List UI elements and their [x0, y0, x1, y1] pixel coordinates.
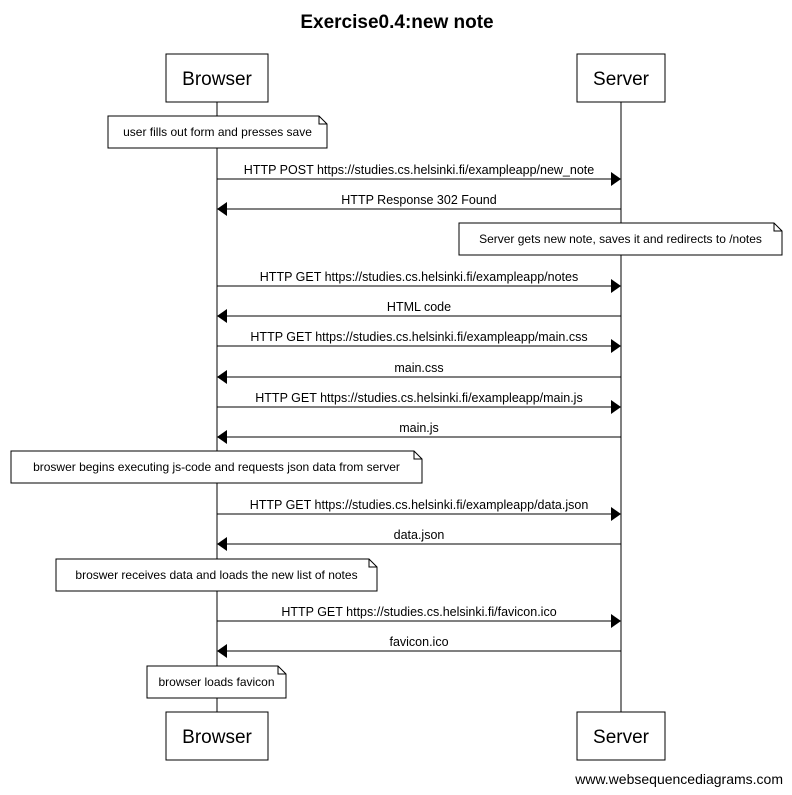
message-label: main.js: [399, 421, 439, 435]
message-label: HTTP POST https://studies.cs.helsinki.fi…: [244, 163, 594, 177]
arrowhead-icon: [217, 537, 227, 551]
message-arrow: main.js: [217, 421, 621, 444]
note-text: browser loads favicon: [158, 675, 274, 689]
browser-actor-label: Browser: [182, 69, 252, 90]
note-text: broswer begins executing js-code and req…: [33, 460, 400, 474]
browser-actor-box: [165, 53, 269, 103]
browser-actor-top: Browser: [165, 53, 269, 103]
message-arrow: main.css: [217, 361, 621, 384]
note: user fills out form and presses save: [107, 115, 328, 149]
arrowhead-icon: [611, 339, 621, 353]
note-fold: [773, 223, 782, 232]
browser-actor-box: [165, 711, 269, 761]
note-fold: [413, 451, 422, 460]
note-text: user fills out form and presses save: [123, 125, 312, 139]
message-arrow: HTTP Response 302 Found: [217, 193, 621, 216]
message-label: HTML code: [387, 300, 451, 314]
message-arrow: HTTP GET https://studies.cs.helsinki.fi/…: [217, 498, 621, 521]
message-label: main.css: [394, 361, 443, 375]
note-box: [107, 115, 328, 149]
note-fold: [277, 666, 286, 675]
server-actor-label: Server: [593, 727, 650, 748]
diagram-title: Exercise0.4:new note: [300, 12, 493, 33]
message-arrow: HTTP GET https://studies.cs.helsinki.fi/…: [217, 270, 621, 293]
browser-actor-bottom: Browser: [165, 711, 269, 761]
note-box: [458, 222, 783, 256]
message-label: HTTP GET https://studies.cs.helsinki.fi/…: [260, 270, 578, 284]
message-label: HTTP GET https://studies.cs.helsinki.fi/…: [281, 605, 556, 619]
server-actor-box: [576, 711, 666, 761]
note-text: Server gets new note, saves it and redir…: [479, 232, 762, 246]
note-fold: [318, 116, 327, 125]
message-label: HTTP GET https://studies.cs.helsinki.fi/…: [250, 330, 587, 344]
message-label: data.json: [394, 528, 445, 542]
note-box: [146, 665, 287, 699]
arrowhead-icon: [611, 279, 621, 293]
server-actor-top: Server: [576, 53, 666, 103]
message-arrow: HTTP GET https://studies.cs.helsinki.fi/…: [217, 605, 621, 628]
server-actor-bottom: Server: [576, 711, 666, 761]
arrowhead-icon: [611, 507, 621, 521]
message-arrow: HTTP POST https://studies.cs.helsinki.fi…: [217, 163, 621, 186]
note: broswer receives data and loads the new …: [55, 558, 378, 592]
arrowhead-icon: [217, 644, 227, 658]
browser-actor-label: Browser: [182, 727, 252, 748]
note-box: [10, 450, 423, 484]
message-arrow: HTTP GET https://studies.cs.helsinki.fi/…: [217, 330, 621, 353]
message-label: favicon.ico: [389, 635, 448, 649]
arrowhead-icon: [611, 400, 621, 414]
arrowhead-icon: [217, 309, 227, 323]
footer-watermark: www.websequencediagrams.com: [574, 771, 783, 787]
arrowhead-icon: [611, 614, 621, 628]
note: browser loads favicon: [146, 665, 287, 699]
message-label: HTTP GET https://studies.cs.helsinki.fi/…: [255, 391, 582, 405]
arrowhead-icon: [217, 202, 227, 216]
note-fold: [368, 559, 377, 568]
arrowhead-icon: [217, 370, 227, 384]
message-arrow: HTTP GET https://studies.cs.helsinki.fi/…: [217, 391, 621, 414]
server-actor-label: Server: [593, 69, 650, 90]
arrowhead-icon: [611, 172, 621, 186]
message-label: HTTP GET https://studies.cs.helsinki.fi/…: [250, 498, 589, 512]
message-label: HTTP Response 302 Found: [341, 193, 496, 207]
arrowhead-icon: [217, 430, 227, 444]
note-text: broswer receives data and loads the new …: [75, 568, 357, 582]
server-actor-box: [576, 53, 666, 103]
note: broswer begins executing js-code and req…: [10, 450, 423, 484]
message-arrow: favicon.ico: [217, 635, 621, 658]
note-box: [55, 558, 378, 592]
note: Server gets new note, saves it and redir…: [458, 222, 783, 256]
message-arrow: data.json: [217, 528, 621, 551]
message-arrow: HTML code: [217, 300, 621, 323]
